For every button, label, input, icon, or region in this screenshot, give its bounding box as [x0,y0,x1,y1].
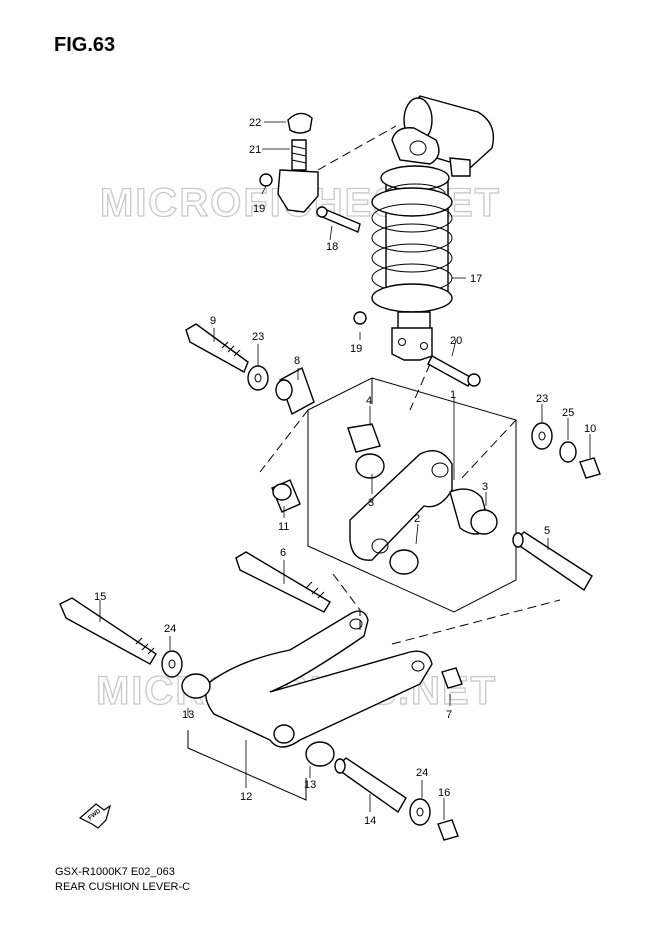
callout-2: 2 [414,513,420,525]
callout-25: 25 [562,407,574,419]
callout-22: 22 [249,117,261,129]
callout-16: 16 [438,787,450,799]
figure-title: FIG.63 [54,34,116,56]
callout-10: 10 [584,423,596,435]
callout-3-right: 3 [482,481,488,493]
callout-13-right: 13 [304,779,316,791]
bolt-6 [235,551,331,613]
pivot-pin-14-set [334,757,459,841]
callout-24-left: 24 [164,623,176,635]
upper-mount-bracket [259,112,471,233]
cushion-rod [181,610,463,767]
callout-7: 7 [446,709,452,721]
callout-1: 1 [450,389,456,401]
callout-9: 9 [210,315,216,327]
projection-line-right [391,599,561,645]
callout-3-left: 3 [368,497,374,509]
callout-20: 20 [450,335,462,347]
projection-line-mid [329,569,361,630]
callout-19-lower: 19 [350,343,362,355]
bolt-collar-set-left [185,323,315,416]
callout-21: 21 [249,144,261,156]
fwd-direction-badge: FWD [78,803,112,829]
callout-8: 8 [294,355,300,367]
callout-18: 18 [326,241,338,253]
cushion-lever-assembly [259,363,517,613]
callout-14: 14 [364,815,376,827]
group-bracket-12 [187,730,307,801]
lower-shock-bolt [353,311,481,387]
callout-6: 6 [280,547,286,559]
diagram-name: REAR CUSHION LEVER-C [55,881,191,893]
callout-23-right: 23 [536,393,548,405]
callout-11: 11 [278,521,289,533]
callout-19-upper: 19 [253,203,265,215]
callout-24-right: 24 [416,767,428,779]
projection-line-top [317,125,397,171]
callout-17: 17 [470,273,482,285]
callout-23-left: 23 [252,331,264,343]
pivot-pin-5 [512,531,593,592]
callout-12: 12 [240,791,252,803]
rear-shock-absorber [371,95,495,361]
bolt-15-set [59,597,183,678]
bolt-collar-set-right [531,422,601,479]
callout-4: 4 [366,395,372,407]
model-code: GSX-R1000K7 E02_063 [55,866,175,878]
callout-15: 15 [94,591,106,603]
callout-13-left: 13 [182,709,194,721]
callout-5: 5 [544,525,550,537]
